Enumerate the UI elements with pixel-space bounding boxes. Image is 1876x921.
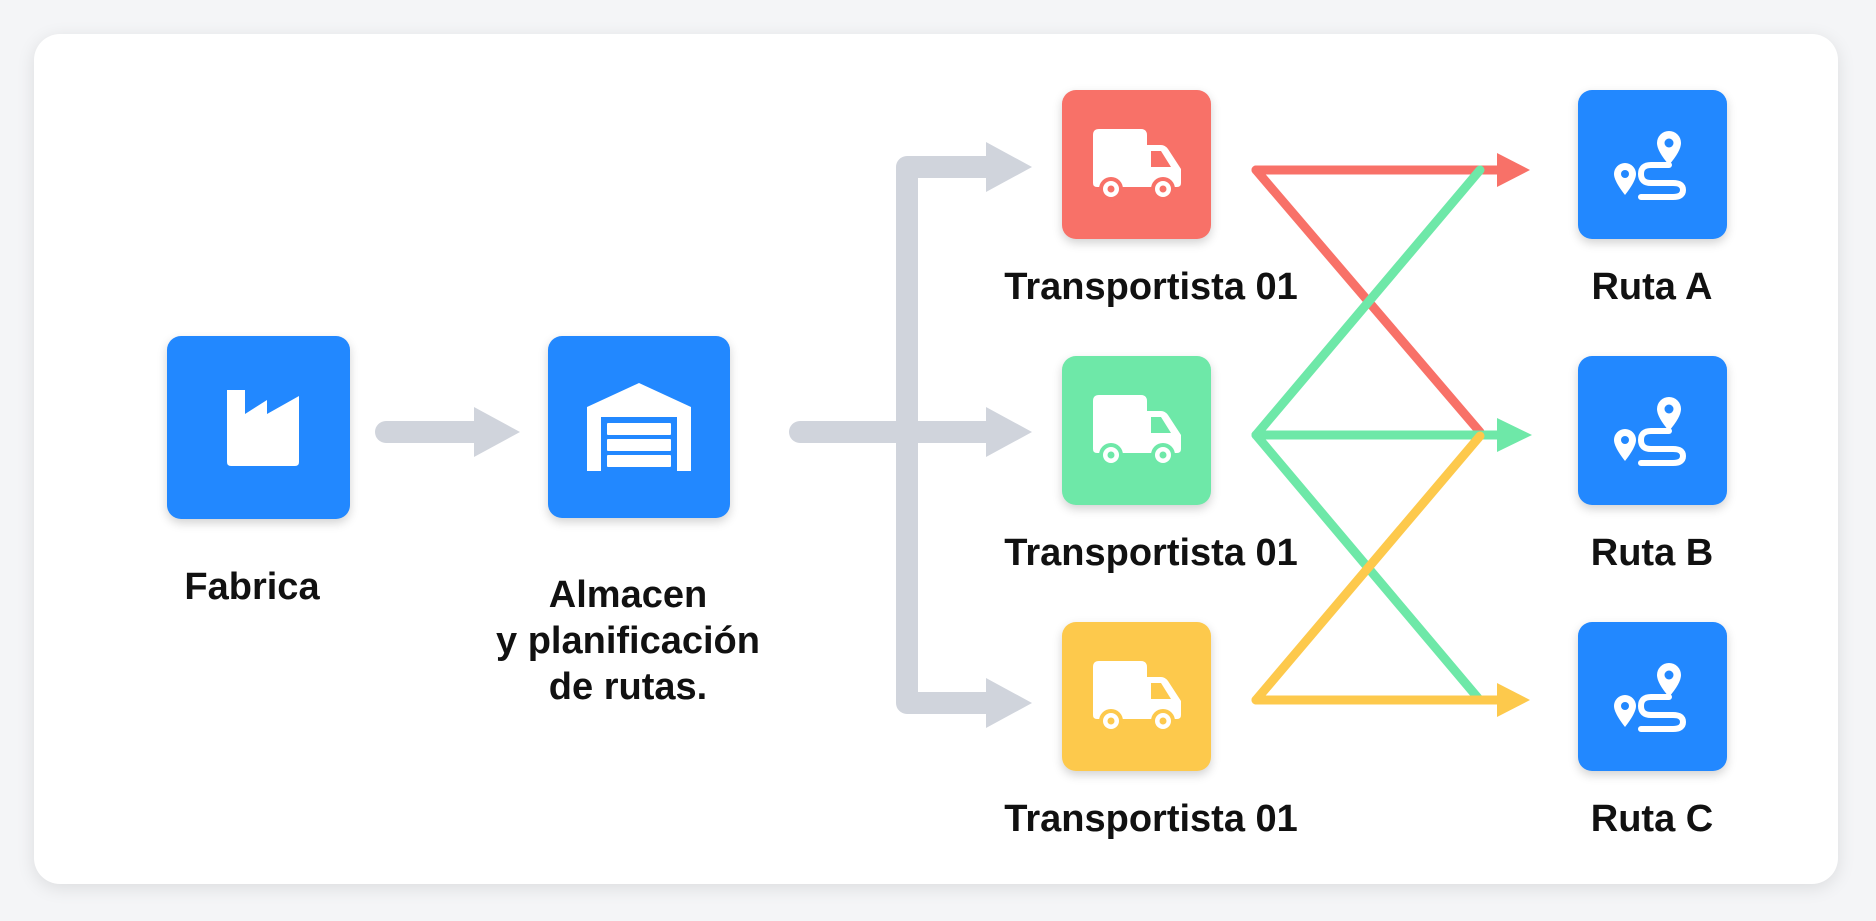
carrier-label-green: Transportista 01 [1004, 532, 1298, 574]
warehouse-label-line-3: de rutas. [548, 666, 708, 708]
warehouse-icon [587, 383, 691, 471]
warehouse-label: Almacen y planificación de rutas. [468, 572, 788, 710]
warehouse-label-line-2: y planificación [496, 620, 760, 662]
route-icon [1613, 396, 1686, 466]
factory-node [167, 336, 350, 519]
yellow-carrier-lines [1251, 431, 1505, 705]
arrowheads-to-carriers [986, 142, 1032, 728]
carrier-label-red: Transportista 01 [1004, 266, 1298, 308]
route-node-b [1578, 356, 1727, 505]
truck-icon [1092, 660, 1181, 733]
carrier-node-red [1062, 90, 1211, 239]
truck-icon [1092, 128, 1181, 201]
arrow-warehouse-to-carriers [789, 156, 1007, 714]
warehouse-node [548, 336, 730, 518]
route-icon [1613, 662, 1686, 732]
factory-icon [226, 389, 299, 466]
route-node-c [1578, 622, 1727, 771]
route-node-a [1578, 90, 1727, 239]
arrowhead-yellow-ruta-c [1497, 683, 1530, 717]
truck-icon [1092, 394, 1181, 467]
arrow-factory-to-warehouse [375, 407, 520, 457]
carrier-node-yellow [1062, 622, 1211, 771]
warehouse-label-line-1: Almacen [548, 574, 708, 616]
route-label-c: Ruta C [1590, 798, 1714, 840]
route-icon [1613, 130, 1686, 200]
carrier-node-green [1062, 356, 1211, 505]
arrowhead-green-ruta-b [1497, 418, 1532, 452]
green-carrier-lines [1251, 165, 1505, 703]
arrowhead-red-ruta-a [1497, 153, 1530, 187]
route-label-b: Ruta B [1590, 532, 1714, 574]
route-label-a: Ruta A [1591, 266, 1713, 308]
carrier-label-yellow: Transportista 01 [1004, 798, 1298, 840]
factory-label: Fabrica [184, 566, 320, 608]
